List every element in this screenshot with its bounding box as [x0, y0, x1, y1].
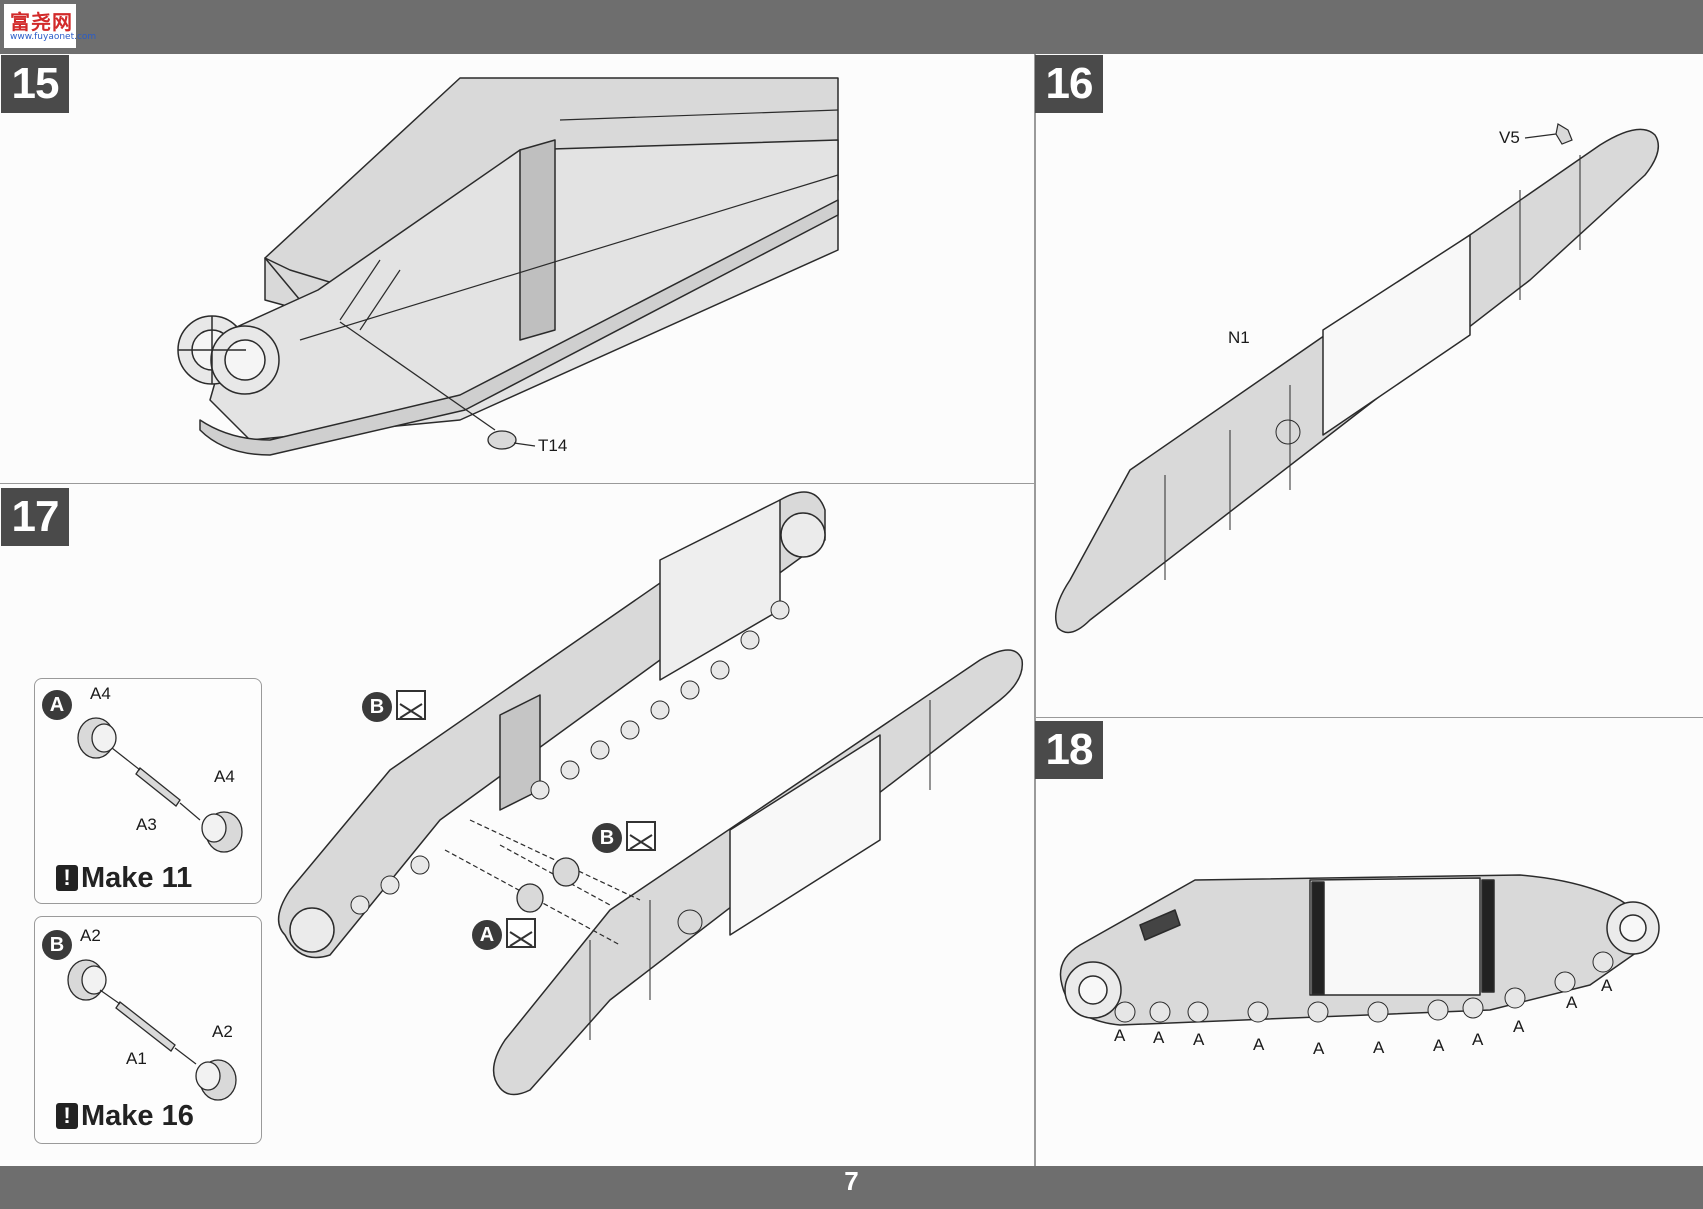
wheel-label: A: [1566, 993, 1578, 1012]
part-label-a2-right: A2: [212, 1022, 233, 1041]
step-15-badge: 15: [1, 55, 69, 113]
step-18-badge: 18: [1035, 721, 1103, 779]
wheel-label: A: [1153, 1028, 1165, 1047]
header-bar: [0, 0, 1703, 54]
wheel-label: A: [1253, 1035, 1265, 1054]
step-17-badge: 17: [1, 488, 69, 546]
subassembly-b-note-text: Make 16: [81, 1100, 194, 1132]
logo-text: 富尧网: [10, 10, 73, 34]
part-label-t14: T14: [538, 436, 568, 455]
site-logo: 富尧网 www.fuyaonet.com: [4, 4, 96, 48]
part-label-a3: A3: [136, 815, 157, 834]
do-not-glue-icon: [396, 690, 426, 720]
wheel-label: A: [1433, 1036, 1445, 1055]
vertical-divider: [1034, 54, 1036, 1166]
subassembly-a-marker: A: [42, 690, 72, 720]
exclamation-icon: !: [56, 865, 78, 891]
callout-b-marker: B: [362, 692, 392, 722]
part-label-a4-right: A4: [214, 767, 235, 786]
step-16-badge: 16: [1035, 55, 1103, 113]
subassembly-b-marker: B: [42, 930, 72, 960]
do-not-glue-icon: [626, 821, 656, 851]
logo-url-text: www.fuyaonet.com: [10, 32, 97, 42]
wheel-label: A: [1472, 1030, 1484, 1049]
wheel-label: A: [1313, 1039, 1325, 1058]
part-label-n1: N1: [1228, 328, 1250, 347]
part-label-v5: V5: [1499, 128, 1520, 147]
callout-a-marker: A: [472, 920, 502, 950]
callout-b2-marker: B: [592, 823, 622, 853]
divider-15-17: [0, 483, 1034, 484]
wheel-label: A: [1193, 1030, 1205, 1049]
part-label-a4-top: A4: [90, 684, 111, 703]
footer-bar: [0, 1166, 1703, 1209]
wheel-label: A: [1114, 1026, 1126, 1045]
exclamation-icon: !: [56, 1103, 78, 1129]
wheel-label: A: [1601, 976, 1613, 995]
subassembly-a-note-text: Make 11: [81, 862, 193, 894]
wheel-label: A: [1513, 1017, 1525, 1036]
divider-16-18: [1036, 717, 1703, 718]
part-label-a2-top: A2: [80, 926, 101, 945]
wheel-label: A: [1373, 1038, 1385, 1057]
part-label-a1: A1: [126, 1049, 147, 1068]
subassembly-a-note: !Make 11: [56, 862, 192, 895]
subassembly-b-note: !Make 16: [56, 1100, 194, 1133]
do-not-glue-icon: [506, 918, 536, 948]
page-number: 7: [844, 1166, 859, 1196]
